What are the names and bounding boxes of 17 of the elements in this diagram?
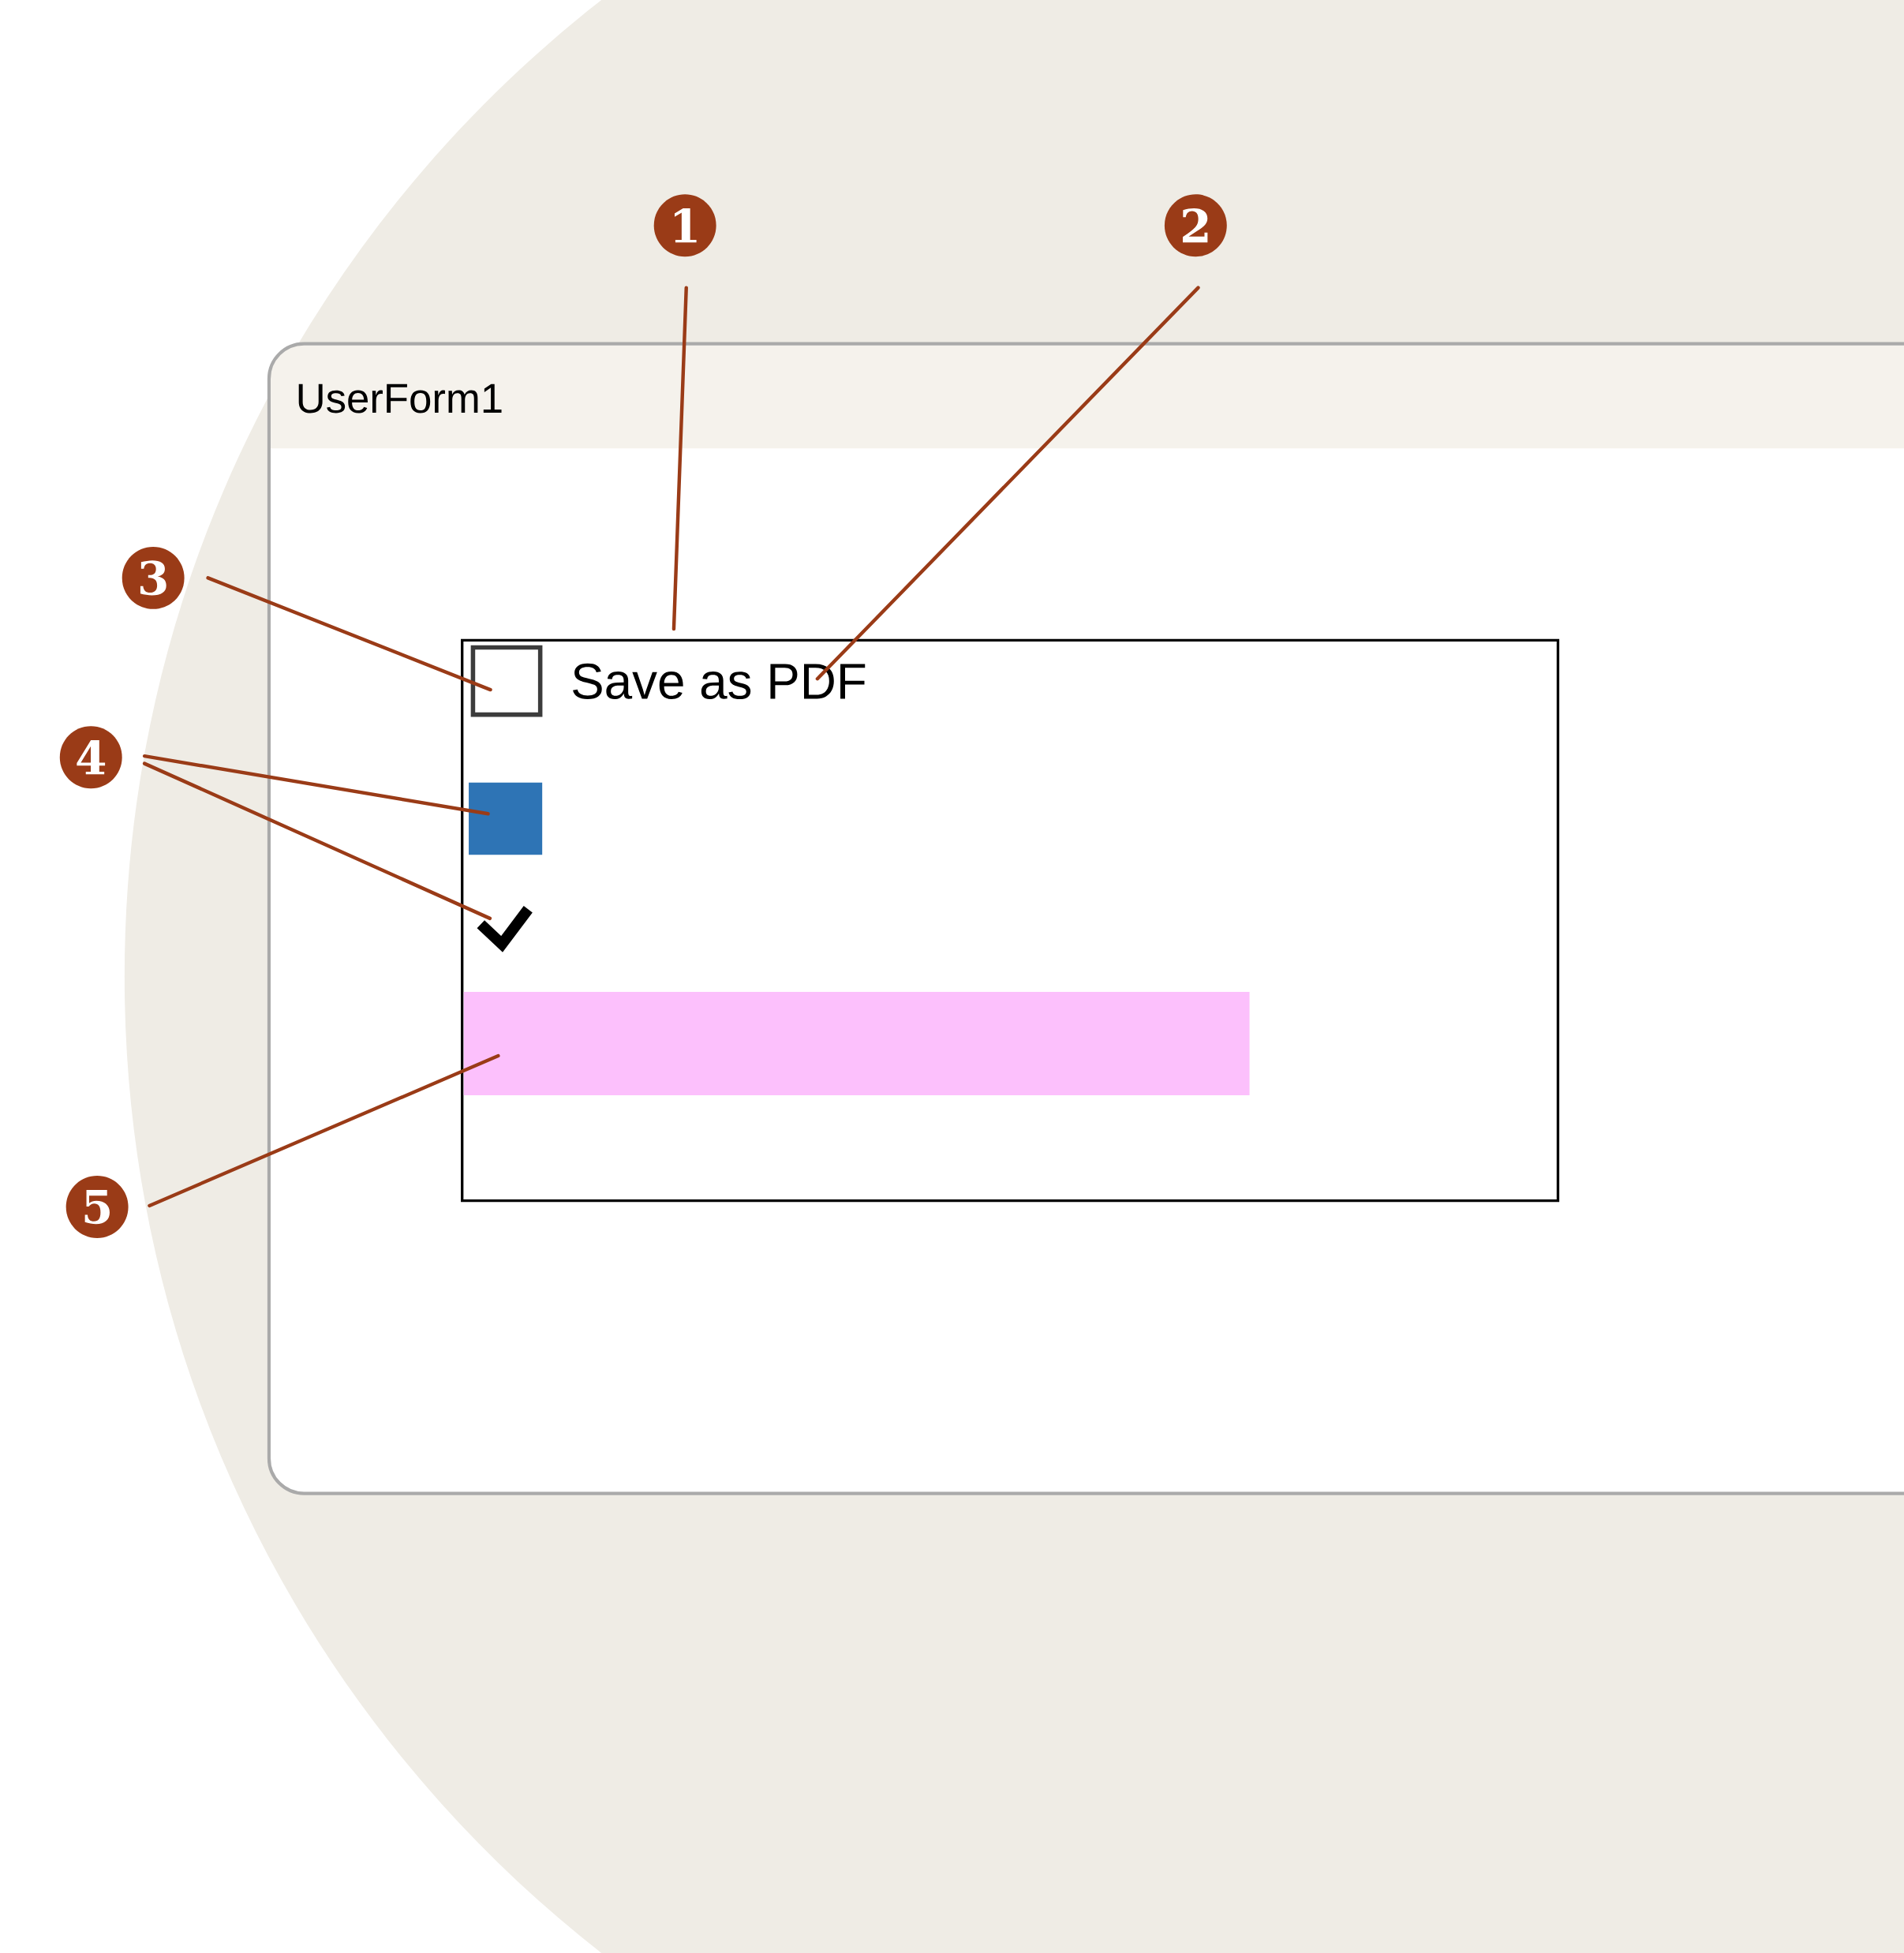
callout-number: 4 (59, 726, 122, 789)
leader-line (206, 576, 492, 692)
checkbox-square (470, 645, 543, 717)
frame (460, 638, 1559, 1203)
bar (463, 992, 1250, 1095)
checkmark (477, 906, 533, 952)
callout-number: 2 (1164, 194, 1227, 257)
leader-line (142, 761, 492, 921)
square (468, 782, 542, 855)
leader-line (815, 286, 1200, 681)
leader-line (148, 1053, 500, 1208)
leader-line (671, 286, 688, 631)
leader-line (142, 754, 490, 816)
callout-number: 5 (65, 1176, 129, 1238)
callout-number: 1 (653, 194, 716, 257)
callout-number: 3 (122, 546, 185, 609)
checkbox-label: Save as PDF (572, 663, 865, 699)
